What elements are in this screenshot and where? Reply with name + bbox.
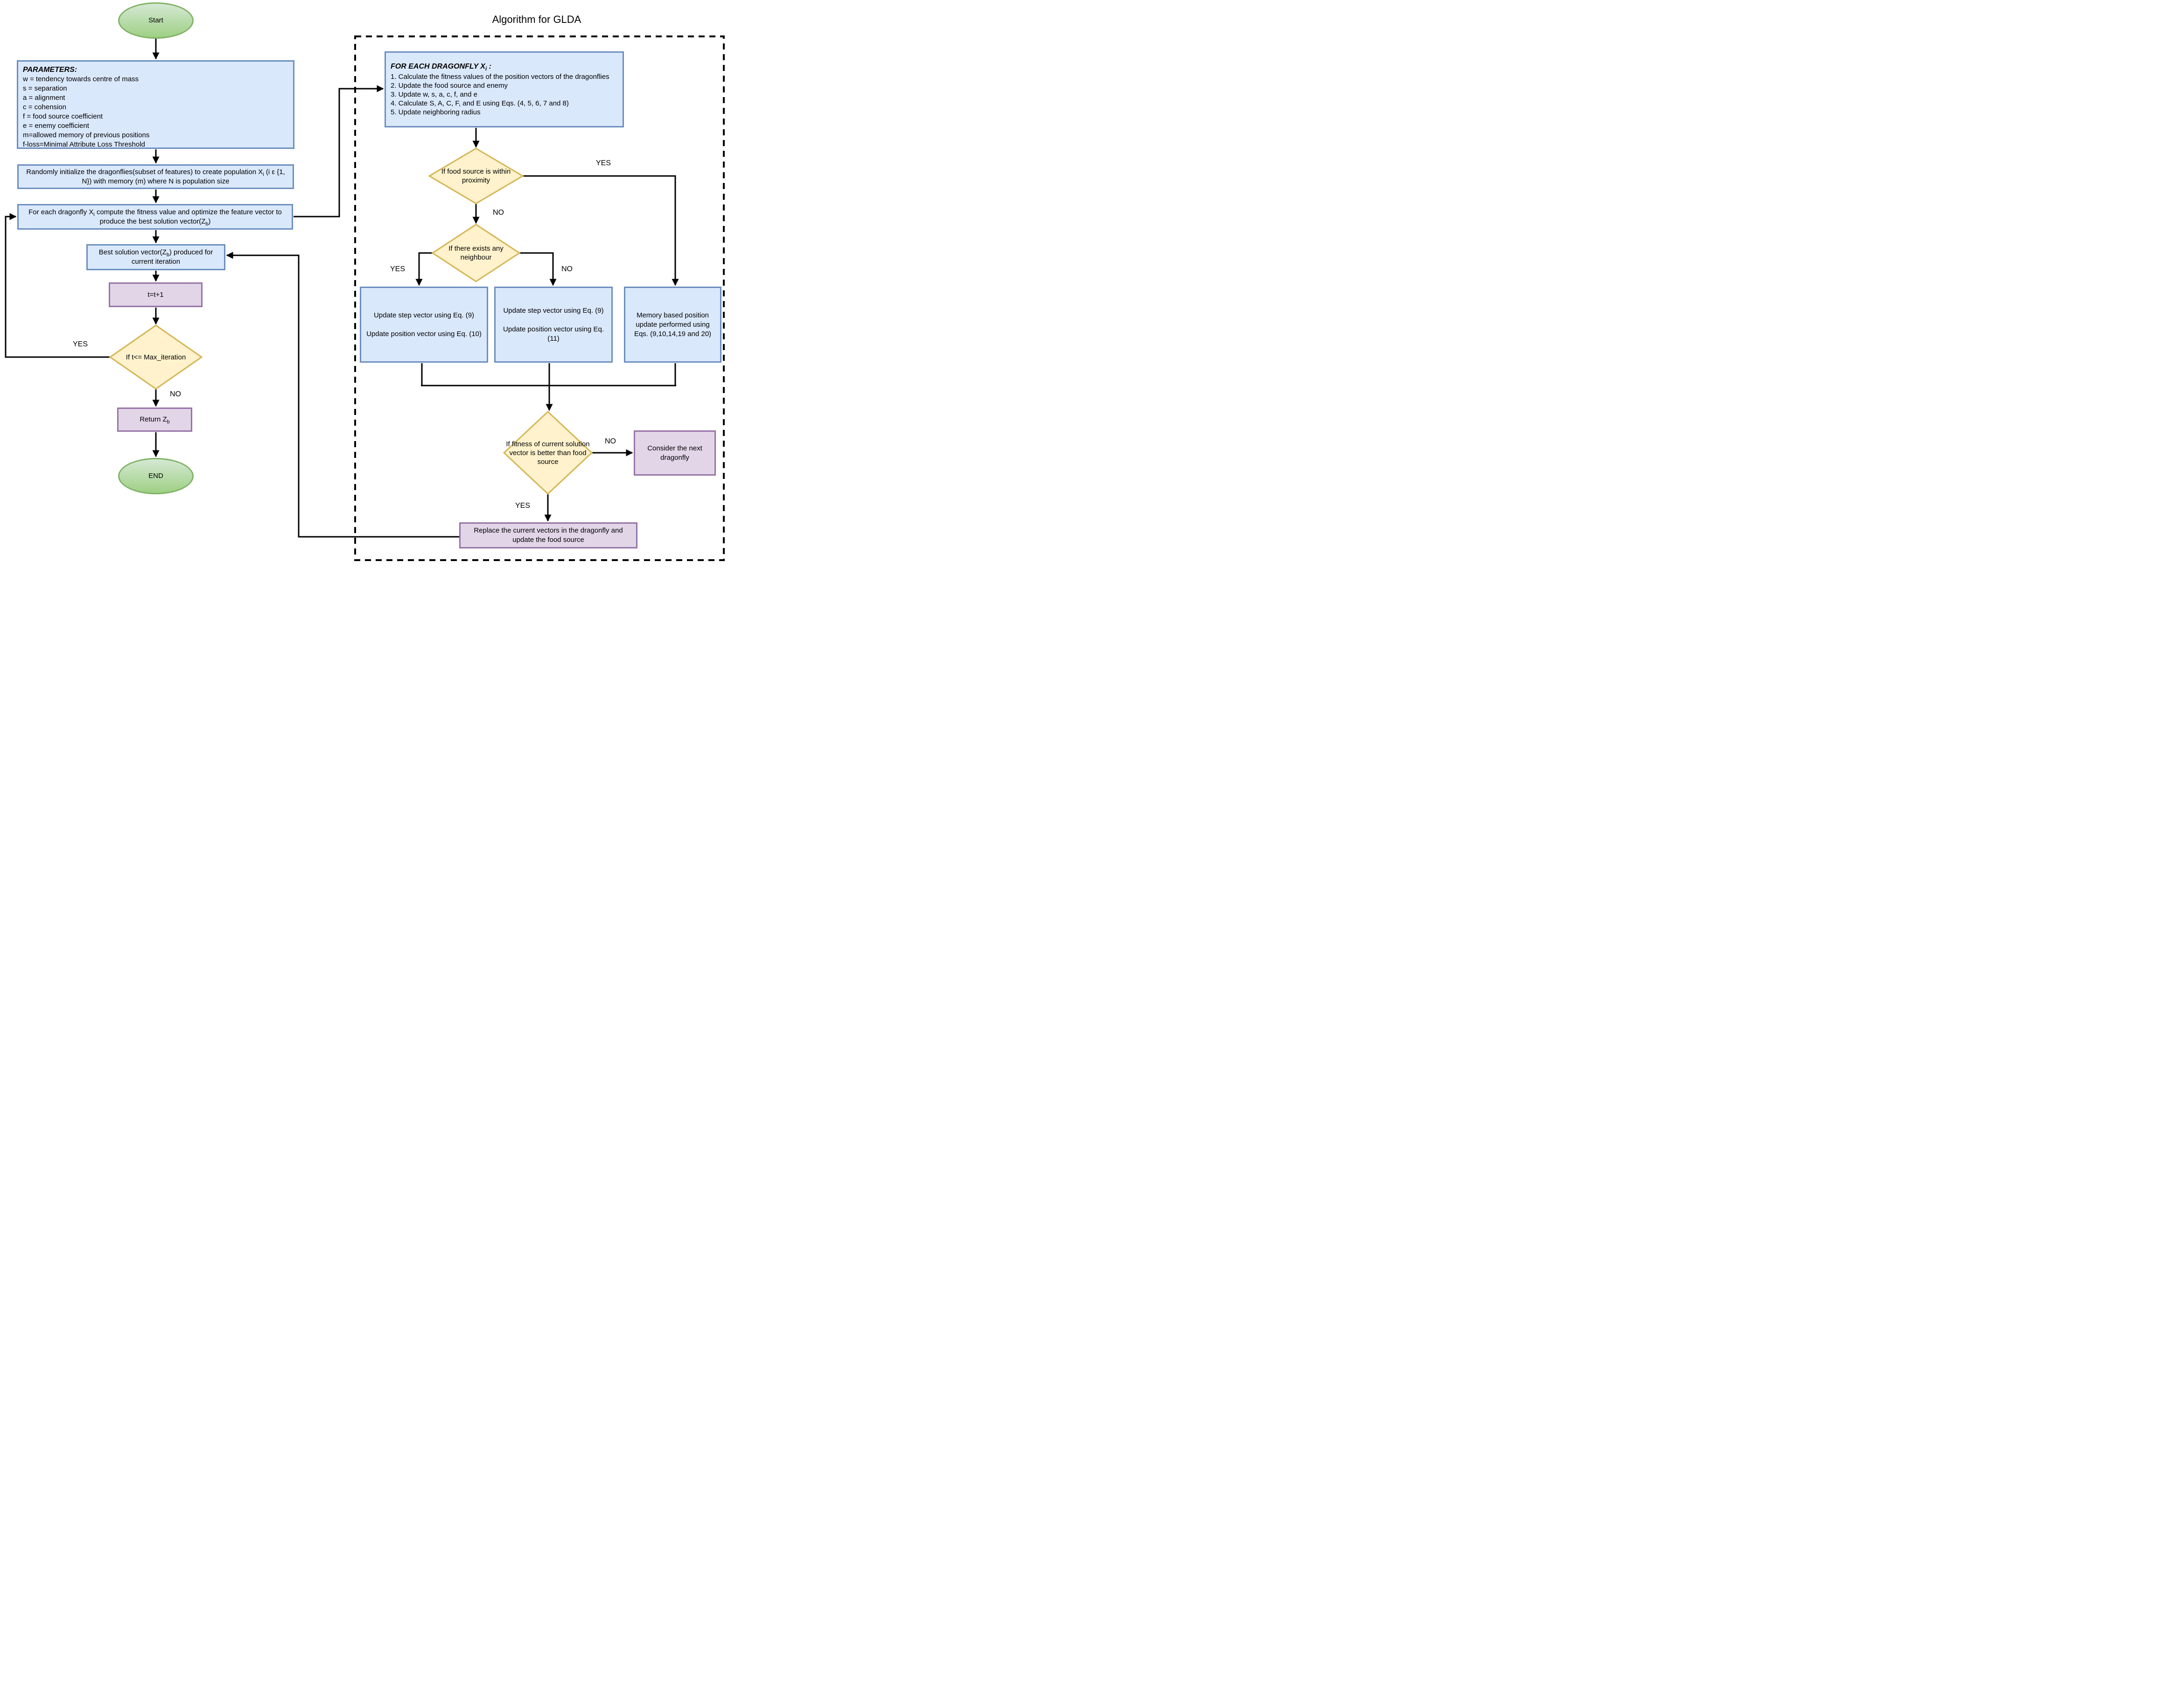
foreach-header-post: : (487, 63, 491, 70)
end-label: END (148, 472, 163, 480)
parameter-line: s = separation (23, 84, 67, 92)
edge-label-yes: YES (515, 502, 530, 510)
foreach-header: FOR EACH DRAGONFLY Xi : (391, 62, 491, 72)
init-population-box: Randomly initialize the dragonflies(subs… (17, 164, 294, 189)
return-box: Return Zb (117, 407, 192, 432)
replace-vectors-text: Replace the current vectors in the drago… (474, 527, 623, 544)
memory-update-box: Memory based position update performed u… (624, 287, 721, 363)
increment-box: t=t+1 (109, 282, 203, 307)
connector-replace-best-feedback (226, 252, 459, 538)
compute-fitness-box: For each dragonfly Xi compute the fitnes… (17, 204, 293, 230)
end-terminal: END (118, 458, 194, 494)
parameter-line: a = alignment (23, 94, 65, 102)
glda-region-border (354, 35, 725, 561)
update-eq10-box: Update step vector using Eq. (9) Update … (360, 287, 488, 363)
init-text-post: (i ε {1, N}) with memory (m) where N is … (82, 168, 285, 185)
foreach-step: 3. Update w, s, a, c, f, and e (391, 91, 477, 98)
edge-label-no: NO (561, 265, 573, 273)
foreach-header-pre: FOR EACH DRAGONFLY X (391, 63, 485, 70)
update-eq11-box: Update step vector using Eq. (9) Update … (494, 287, 613, 363)
edge-label-no: NO (170, 390, 181, 398)
max-iteration-decision-shape (109, 324, 203, 390)
update-step-eq9-text: Update step vector using Eq. (9) (373, 311, 475, 319)
best-text-pre: Best solution vector(Z (98, 248, 167, 256)
subscript-i: i (263, 171, 264, 177)
start-label: Start (148, 16, 163, 24)
foreach-step: 5. Update neighboring radius (391, 108, 481, 116)
best-solution-text: Best solution vector(Zb) produced for cu… (91, 248, 220, 267)
update-step-eq9-text: Update step vector using Eq. (9) (503, 306, 604, 315)
compute-text-mid: compute the fitness value and optimize t… (94, 208, 282, 225)
fitness-decision-shape (503, 410, 593, 495)
subscript-i: i (485, 66, 487, 72)
subscript-i: i (93, 211, 95, 218)
page-title: Algorithm for GLDA (492, 14, 581, 25)
subscript-b: b (205, 221, 209, 227)
parameter-line: w = tendency towards centre of mass (23, 75, 139, 83)
memory-update-text: Memory based position update performed u… (634, 311, 712, 338)
best-text-post: ) produced for current iteration (131, 248, 213, 266)
subscript-b: b (167, 419, 170, 425)
foreach-step: 2. Update the food source and enemy (391, 82, 508, 90)
edge-label-yes: YES (595, 159, 611, 167)
parameter-line: f-loss=Minimal Attribute Loss Threshold (23, 140, 145, 148)
edge-label-yes: YES (72, 340, 88, 348)
init-population-text: Randomly initialize the dragonflies(subs… (21, 168, 290, 186)
edge-label-yes: YES (390, 265, 405, 273)
parameters-box: PARAMETERS: w = tendency towards centre … (17, 60, 294, 149)
subscript-b: b (166, 252, 169, 258)
compute-fitness-text: For each dragonfly Xi compute the fitnes… (21, 208, 290, 226)
consider-next-text: Consider the next dragonfly (647, 444, 702, 462)
connector-compute-foreach (294, 85, 384, 218)
connector-maxiter-yes-loop (5, 213, 110, 358)
foreach-step: 4. Calculate S, A, C, F, and E using Eqs… (391, 99, 569, 107)
parameter-line: c = cohension (23, 103, 66, 111)
connector-neighbour-yes-eq10 (415, 252, 433, 286)
replace-vectors-box: Replace the current vectors in the drago… (459, 522, 637, 548)
food-proximity-decision-shape (428, 148, 524, 204)
foreach-dragonfly-box: FOR EACH DRAGONFLY Xi : 1. Calculate the… (385, 51, 624, 127)
parameter-line: m=allowed memory of previous positions (23, 131, 150, 139)
start-terminal: Start (118, 2, 194, 39)
neighbour-decision-shape (431, 224, 521, 282)
parameter-line: e = enemy coefficient (23, 122, 89, 130)
connector-food-yes-memory (523, 175, 679, 286)
connector-layer (5, 35, 725, 561)
parameters-header: PARAMETERS: (23, 66, 77, 74)
connector-neighbour-no-eq11 (519, 252, 557, 286)
foreach-step: 1. Calculate the fitness values of the p… (391, 73, 609, 81)
best-solution-box: Best solution vector(Zb) produced for cu… (86, 244, 225, 270)
return-text-pre: Return Z (140, 415, 167, 423)
compute-text-post: ) (208, 217, 211, 225)
edge-label-no: NO (605, 437, 616, 445)
parameter-line: f = food source coefficient (23, 112, 103, 120)
edge-label-no: NO (493, 209, 504, 217)
flowchart-canvas: Algorithm for GLDA Start PARAMETERS: w =… (0, 0, 728, 562)
update-position-eq10-text: Update position vector using Eq. (10) (366, 330, 482, 338)
update-position-eq11-text: Update position vector using Eq. (11) (503, 325, 604, 343)
increment-label: t=t+1 (147, 290, 164, 299)
compute-text-pre: For each dragonfly X (28, 208, 94, 216)
consider-next-box: Consider the next dragonfly (634, 430, 716, 476)
init-text-pre: Randomly initialize the dragonflies(subs… (26, 168, 263, 176)
return-text: Return Zb (140, 415, 169, 424)
